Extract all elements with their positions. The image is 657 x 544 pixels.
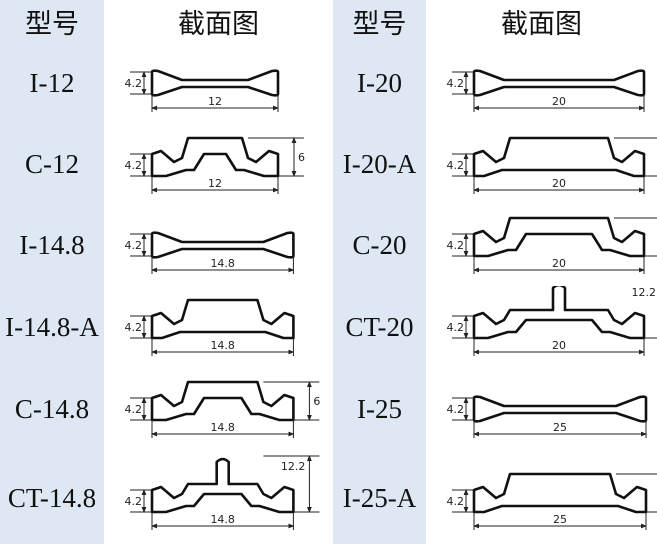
width-dimension-label: 14.8: [210, 421, 235, 434]
model-column-bg-left: [0, 0, 104, 544]
model-name: I-12: [29, 67, 75, 98]
table-row: C-12 4.2 12 6 I-20-A 4.2 20 6: [0, 124, 657, 204]
header-section: 截面图: [178, 8, 259, 40]
width-dimension-label: 20: [552, 339, 566, 352]
cross-section-drawing: 4.2 12: [125, 69, 280, 112]
width-dimension-label: 12: [208, 177, 222, 190]
section-cell: 4.2 14.8 12.2: [104, 450, 333, 544]
header-model: 型号: [352, 8, 407, 40]
cross-section-drawing: 4.2 20 12.2: [447, 286, 657, 356]
section-cell: 4.2 25: [426, 368, 657, 450]
section-cell: 4.2 20: [426, 42, 657, 124]
width-dimension-label: 14.8: [210, 513, 235, 526]
height-dimension-label: 4.2: [125, 495, 143, 508]
profile-outline: [150, 457, 295, 514]
model-name: C-20: [352, 229, 407, 260]
height-dimension-label: 4.2: [447, 77, 465, 90]
table-row: I-14.8-A 4.2 14.8 CT-20 4.2 20 12.2: [0, 286, 657, 368]
width-dimension-label: 25: [553, 421, 567, 434]
section-cell: 4.2 12: [104, 42, 333, 124]
height-dimension-label: 4.2: [125, 321, 143, 334]
height-dimension-label: 4.2: [447, 239, 465, 252]
table-row: C-14.8 4.2 14.8 6 I-25 4.2 25: [0, 368, 657, 450]
profile-outline: [472, 216, 646, 258]
model-name: I-20: [357, 67, 402, 98]
cross-section-drawing: 4.2 14.8 6: [125, 380, 320, 438]
cross-section-drawing: 4.2 14.8: [125, 298, 295, 356]
model-name: I-25: [357, 393, 402, 424]
height-dimension-label: 4.2: [125, 159, 143, 172]
model-column-bg-right: [333, 0, 426, 544]
model-name: CT-14.8: [7, 482, 97, 513]
cross-section-drawing: 4.2206: [447, 216, 657, 274]
height-dimension-label: 4.2: [447, 495, 465, 508]
side-dimension-label: 12.2: [281, 460, 306, 473]
header-row: 型号 截面图 型号 截面图: [0, 0, 657, 42]
height-dimension-label: 4.2: [447, 321, 465, 334]
table-row: CT-14.84.214.812.2I-25-A4.2256: [0, 450, 657, 544]
cross-section-drawing: 4.2206: [447, 136, 657, 194]
height-dimension-label: 4.2: [125, 77, 143, 90]
profile-outline: [150, 380, 295, 422]
model-name: C-14.8: [14, 393, 90, 424]
profile-outline: [150, 136, 280, 178]
cross-section-drawing: 4.2 14.8: [125, 231, 295, 274]
profile-outline: [472, 395, 648, 423]
profile-outline: [472, 69, 646, 97]
header-section: 截面图: [501, 8, 582, 40]
width-dimension-label: 14.8: [210, 339, 235, 352]
profile-outline: [472, 286, 646, 340]
width-dimension-label: 14.8: [210, 257, 235, 270]
side-dimension-label: 6: [313, 395, 320, 408]
width-dimension-label: 20: [552, 177, 566, 190]
profile-outline: [472, 136, 646, 178]
width-dimension-label: 20: [552, 257, 566, 270]
section-cell: 4.2256: [426, 450, 657, 544]
section-cell: 4.2206: [426, 204, 657, 286]
section-cell: 4.2 14.8: [104, 204, 333, 286]
height-dimension-label: 4.2: [447, 159, 465, 172]
cross-section-drawing: 4.2256: [447, 472, 657, 530]
profile-outline: [150, 69, 280, 97]
section-cell: 4.2 20 12.2: [426, 286, 657, 368]
section-cell: 4.2 12 6: [104, 124, 333, 204]
model-name: I-25-A: [342, 482, 417, 513]
header-model: 型号: [25, 8, 79, 40]
model-name: I-14.8: [19, 229, 85, 260]
side-dimension-label: 6: [298, 151, 305, 164]
model-name: I-14.8-A: [5, 311, 99, 342]
profile-outline: [150, 298, 295, 340]
width-dimension-label: 25: [553, 513, 567, 526]
section-cell: 4.2 14.8: [104, 286, 333, 368]
section-cell: 4.2 14.8 6: [104, 368, 333, 450]
side-dimension-label: 12.2: [632, 286, 657, 299]
height-dimension-label: 4.2: [125, 403, 143, 416]
cross-section-drawing: 4.2 20: [447, 69, 646, 112]
section-cell: 4.2206: [426, 124, 657, 204]
model-name: C-12: [25, 148, 79, 179]
width-dimension-label: 20: [552, 95, 566, 108]
profile-outline: [472, 472, 648, 514]
table-row: I-12 4.2 12 I-20 4.2 20: [0, 42, 657, 124]
cross-section-drawing: 4.2 12 6: [125, 136, 305, 194]
cross-section-drawing: 4.2 14.8 12.2: [125, 455, 320, 530]
model-name: CT-20: [345, 311, 414, 342]
profile-outline: [150, 231, 295, 259]
cross-section-drawing: 4.2 25: [447, 395, 648, 438]
model-name: I-20-A: [342, 148, 417, 179]
height-dimension-label: 4.2: [125, 239, 143, 252]
table-row: I-14.84.214.8C-204.2206: [0, 204, 657, 286]
width-dimension-label: 12: [208, 95, 222, 108]
height-dimension-label: 4.2: [447, 403, 465, 416]
